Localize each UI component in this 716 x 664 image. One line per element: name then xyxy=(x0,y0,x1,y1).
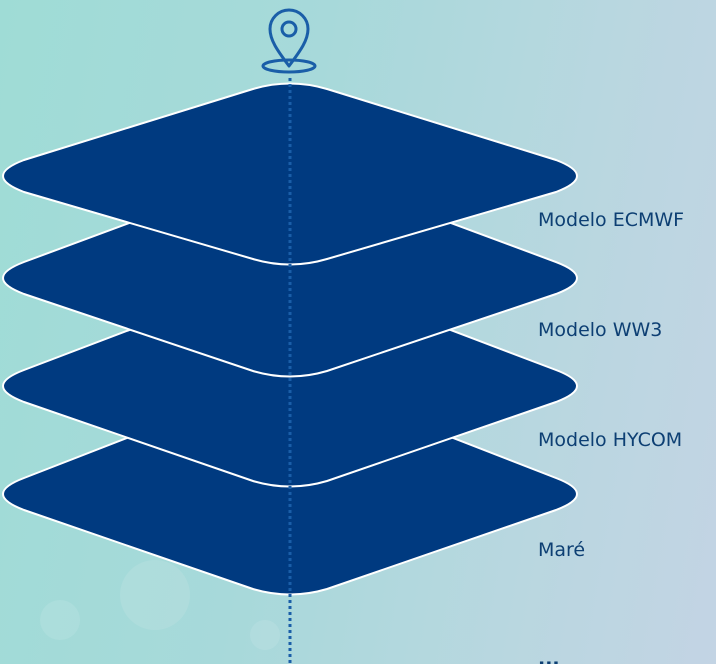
layer-label-hycom: Modelo HYCOM xyxy=(538,429,683,451)
layer-label-ecmwf: Modelo ECMWF xyxy=(538,209,685,231)
layer-label-mare: Maré xyxy=(538,539,586,561)
more-layers-indicator: ... xyxy=(538,648,560,664)
location-pin-icon xyxy=(261,8,317,74)
layer-label-ww3: Modelo WW3 xyxy=(538,319,663,341)
